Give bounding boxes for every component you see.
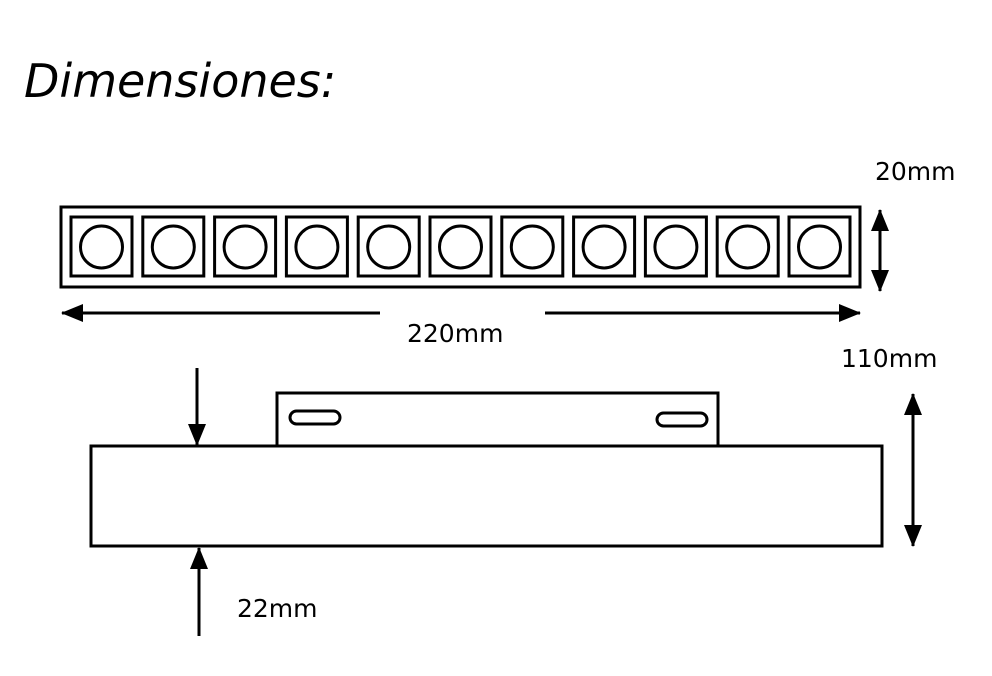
length-label: 220mm (407, 319, 503, 348)
led-lens (79, 224, 124, 270)
page-title: Dimensiones: (24, 54, 336, 108)
mounting-bracket (275, 391, 720, 448)
led-cell (643, 215, 708, 278)
led-lens (294, 224, 340, 270)
led-cell (572, 215, 637, 278)
led-cell (284, 215, 349, 278)
top-view: 220mm 20mm (59, 157, 956, 348)
led-cells (69, 215, 852, 278)
led-lens (581, 224, 627, 270)
fixture-body (89, 444, 884, 548)
led-cell (69, 215, 134, 278)
height-label: 110mm (841, 344, 937, 373)
width-label: 20mm (875, 157, 956, 186)
led-lens (150, 224, 196, 270)
led-lens (509, 224, 555, 270)
led-lens (438, 224, 483, 270)
depth-label: 22mm (237, 594, 318, 623)
led-lens (725, 224, 771, 270)
led-cell (787, 215, 852, 278)
led-cell (428, 215, 493, 278)
led-lens (366, 224, 412, 270)
led-bar-outline (59, 205, 862, 289)
led-cell (500, 215, 565, 278)
bracket-slot-left (288, 409, 342, 426)
led-lens (653, 224, 699, 270)
led-cell (715, 215, 780, 278)
led-cell (356, 215, 421, 278)
bracket-slot-right (655, 411, 709, 428)
led-cell (141, 215, 206, 278)
led-lens (797, 224, 842, 270)
side-view: 22mm 110mm (89, 344, 937, 636)
led-cell (213, 215, 278, 278)
led-lens (222, 224, 268, 270)
